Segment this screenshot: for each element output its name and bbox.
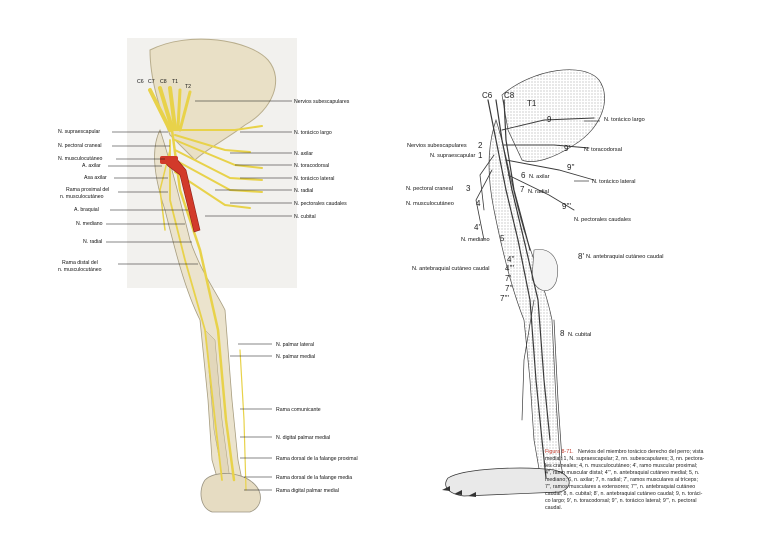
right-label-toracodorsal: N. toracodorsal — [584, 147, 622, 153]
paw-shape — [200, 473, 261, 513]
right-label-toracico-lateral: N. torácico lateral — [592, 179, 636, 185]
caption-line-0: Nervios del miembro torácico derecho del… — [578, 449, 703, 455]
right-label-musculocutaneo: N. musculocutáneo — [406, 201, 454, 207]
right-label-antebraquial-8prime: N. antebraquial cutáneo caudal — [586, 254, 663, 260]
label-rama-proximal-2: n. musculocutáneo — [60, 194, 104, 200]
right-root-c8: C8 — [504, 91, 515, 100]
axillary-brachial-artery — [160, 156, 201, 233]
label-rama-digital-palmar-medial: Rama digital palmar medial — [276, 488, 339, 494]
right-label-toracico-largo: N. torácico largo — [604, 117, 645, 123]
caption-title: Figura 8-71. — [545, 449, 574, 455]
right-num-7tprime: 7''' — [500, 294, 510, 303]
left-nerve-bundle — [148, 86, 263, 491]
label-n-digital-palmar-medial: N. digital palmar medial — [276, 435, 330, 441]
caption-line-3: 4'', ramo muscular distal; 4''', n. ante… — [545, 470, 699, 476]
right-root-t1: T1 — [527, 99, 537, 108]
right-forelimb-shape — [488, 118, 565, 487]
label-n-palmar-lateral: N. palmar lateral — [276, 342, 314, 348]
label-n-toracico-lateral: N. torácico lateral — [294, 176, 334, 182]
right-claws — [442, 486, 476, 497]
right-nerve-bundle — [475, 99, 595, 479]
right-num-4tprime: 4''' — [505, 264, 515, 273]
caption-line-5: 7'', ramos musculares a extensores; 7'''… — [545, 484, 695, 490]
root-label-t1: T1 — [172, 79, 178, 85]
right-num-1: 1 — [478, 151, 483, 160]
label-rama-distal: Rama distal del — [62, 260, 98, 266]
caption-line-6: caudal; 8, n. cubital; 8', n. antebraqui… — [545, 491, 703, 497]
right-label-pectoral-craneal: N. pectoral craneal — [406, 186, 453, 192]
left-illustration-panel: C6 C7 C8 T1 T2 N. supraescapular N. pect… — [0, 0, 384, 543]
label-nervios-subescapulares: Nervios subescapulares — [294, 99, 350, 105]
label-rama-dorsal-falange-proximal: Rama dorsal de la falange proximal — [276, 456, 358, 462]
right-num-9: 9 — [547, 115, 552, 124]
artery-stub — [160, 156, 178, 164]
right-root-c6: C6 — [482, 91, 493, 100]
caption-line-1: medial: 1, N. supraescapular; 2, nn. sub… — [545, 456, 705, 462]
right-num-8: 8 — [560, 329, 565, 338]
right-num-4dprime: 4'' — [507, 255, 515, 264]
right-num-7: 7 — [520, 185, 525, 194]
right-label-mediano: N. mediano — [461, 237, 490, 243]
label-n-axilar: N. axilar — [294, 151, 313, 157]
label-a-axilar: A. axilar — [82, 163, 101, 169]
label-n-toracico-largo: N. torácico largo — [294, 130, 332, 136]
label-n-supraescapular: N. supraescapular — [58, 129, 100, 135]
right-num-9tprime: 9''' — [562, 202, 572, 211]
label-n-cubital: N. cubital — [294, 214, 316, 220]
label-n-pectorales-caudales: N. pectorales caudales — [294, 201, 347, 207]
label-n-pectoral-craneal: N. pectoral craneal — [58, 143, 102, 149]
right-num-8prime: 8' — [578, 252, 584, 261]
right-num-9dprime: 9'' — [567, 163, 575, 172]
right-num-4: 4 — [476, 199, 481, 208]
right-label-nervios-subescapulares: Nervios subescapulares — [407, 143, 467, 149]
right-label-axilar: N. axilar — [529, 174, 550, 180]
caption-line-8: caudal. — [545, 505, 562, 511]
right-illustration-panel: C6 C8 T1 9 N. torácico largo Nervios sub… — [384, 0, 768, 543]
caption-line-7: co largo; 9', n. toracodorsal; 9'', n. t… — [545, 498, 697, 504]
right-elbow-shape — [531, 249, 558, 291]
right-limb-drawing: C6 C8 T1 9 N. torácico largo Nervios sub… — [406, 69, 705, 511]
root-label-c6: C6 — [137, 79, 144, 85]
right-label-pectorales-caudales: N. pectorales caudales — [574, 217, 631, 223]
label-rama-comunicante: Rama comunicante — [276, 407, 321, 413]
label-n-palmar-medial: N. palmar medial — [276, 354, 315, 360]
caption-line-2: les craneales; 4, n. musculocutáneo; 4',… — [545, 463, 697, 469]
label-n-toracodorsal: N. toracodorsal — [294, 163, 329, 169]
right-num-7prime: 7' — [505, 274, 511, 283]
right-scapula-shape — [501, 69, 605, 162]
right-num-4prime: 4' — [474, 223, 480, 232]
right-label-supraescapular: N. supraescapular — [430, 153, 476, 159]
label-rama-dorsal-falange-media: Rama dorsal de la falange media — [276, 475, 352, 481]
figure-caption: Figura 8-71. Nervios del miembro torácic… — [545, 449, 705, 511]
left-labels-group: N. supraescapular N. pectoral craneal N.… — [58, 129, 198, 273]
root-label-t2: T2 — [185, 84, 191, 90]
right-label-radial: N. radial — [528, 189, 549, 195]
caption-line-4: mediano; 6, n. axilar; 7, n. radial; 7',… — [545, 477, 698, 483]
right-num-7dprime: 7'' — [505, 284, 513, 293]
right-num-9prime: 9' — [564, 144, 570, 153]
right-num-6: 6 — [521, 171, 526, 180]
right-num-5: 5 — [500, 234, 505, 243]
label-n-mediano: N. mediano — [76, 221, 103, 227]
label-asa-axilar: Asa axilar — [84, 175, 107, 181]
label-n-musculocutaneo: N. musculocutáneo — [58, 156, 103, 162]
right-label-cubital: N. cubital — [568, 332, 591, 338]
right-labels-group: C6 C8 T1 9 N. torácico largo Nervios sub… — [406, 91, 663, 338]
label-rama-proximal: Rama proximal del — [66, 187, 109, 193]
label-n-radial-right: N. radial — [294, 188, 313, 194]
right-label-antebraquial-4tprime: N. antebraquial cutáneo caudal — [412, 266, 489, 272]
label-a-braquial: A. braquial — [74, 207, 99, 213]
label-n-radial-left: N. radial — [83, 239, 102, 245]
root-label-c8: C8 — [160, 79, 167, 85]
root-label-c7: C7 — [148, 79, 155, 85]
right-num-2: 2 — [478, 141, 483, 150]
right-num-3: 3 — [466, 184, 471, 193]
left-limb-drawing: C6 C7 C8 T1 T2 N. supraescapular N. pect… — [58, 38, 358, 513]
label-rama-distal-2: n. musculocutáneo — [58, 267, 102, 273]
right-labels-group: Nervios subescapulares N. torácico largo… — [195, 99, 358, 494]
